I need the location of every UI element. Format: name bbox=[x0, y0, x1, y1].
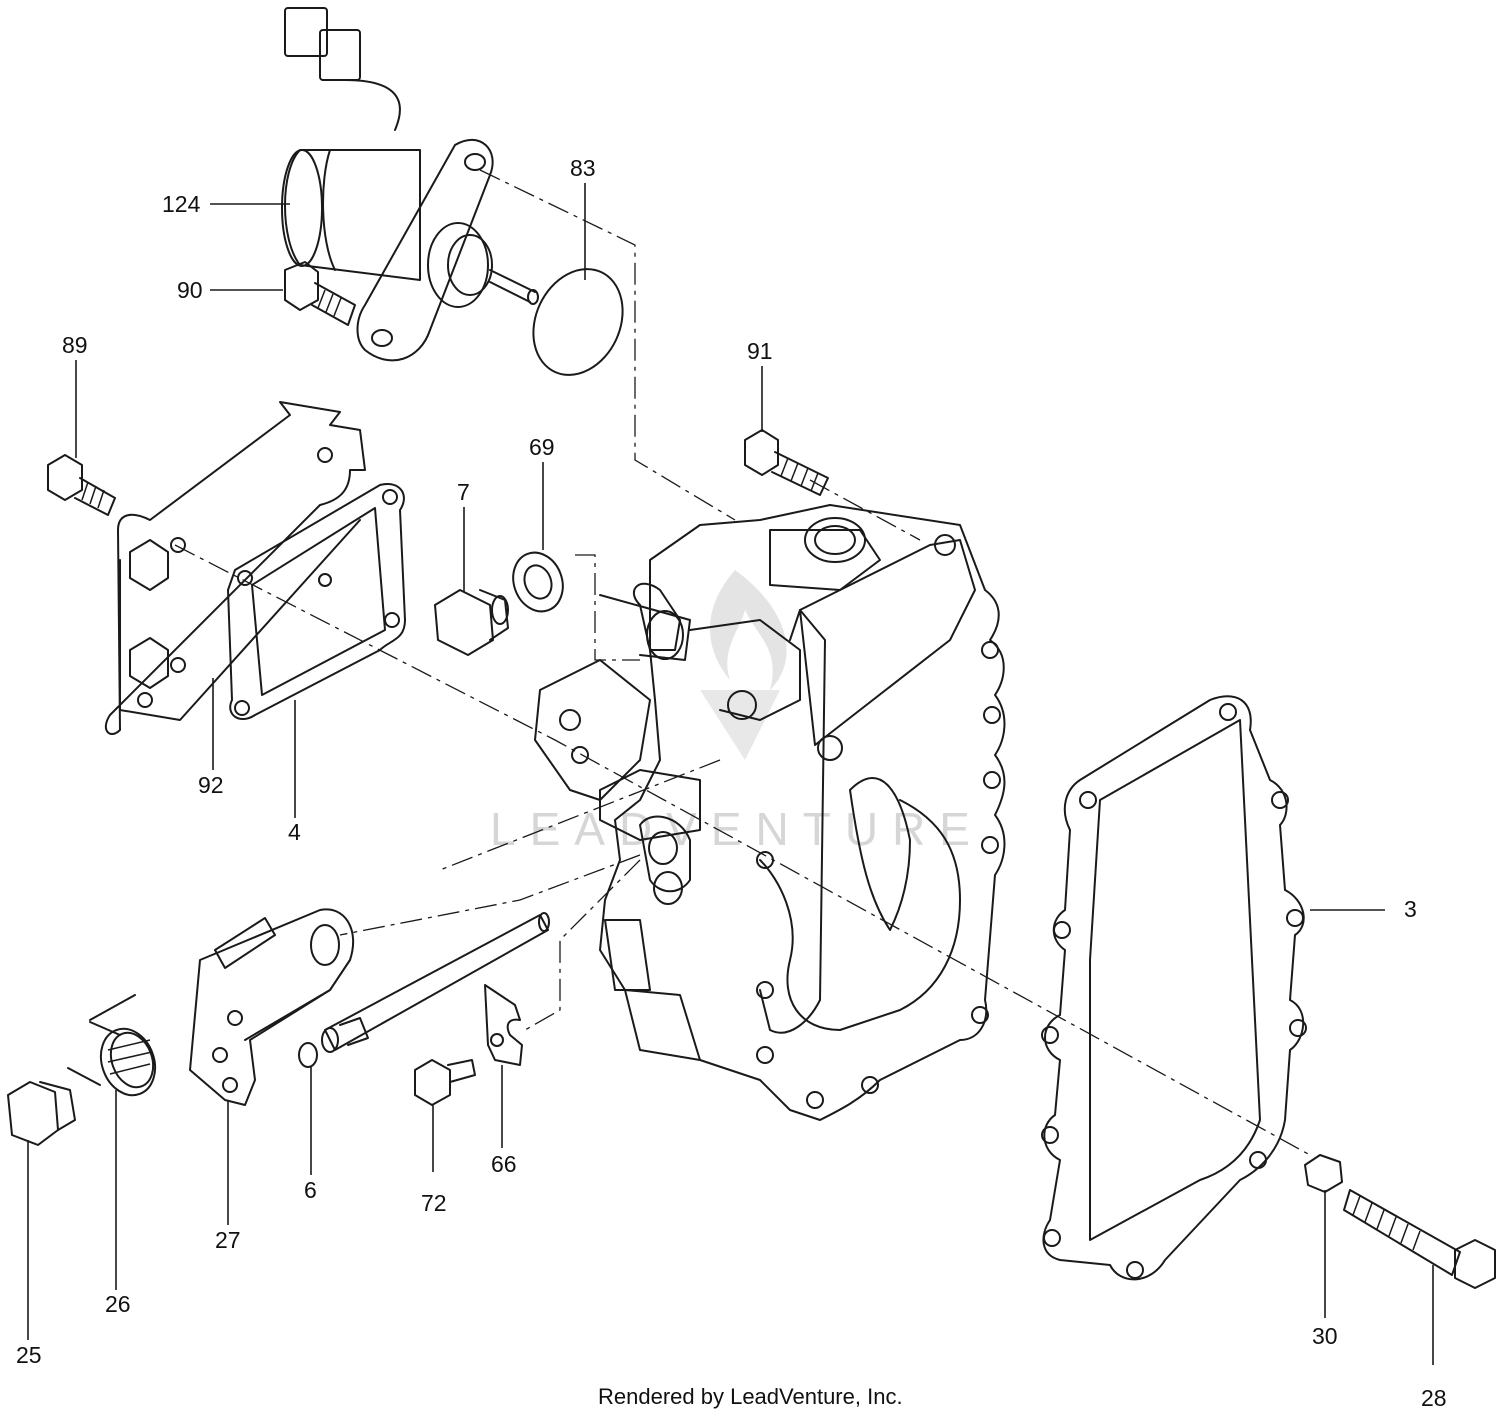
callout-27: 27 bbox=[215, 1227, 241, 1253]
part-124-solenoid bbox=[281, 7, 539, 362]
part-69-washer bbox=[512, 551, 564, 613]
part-28-bolt bbox=[1343, 1189, 1496, 1289]
watermark-text: LEADVENTURE bbox=[490, 803, 984, 855]
part-main-housing bbox=[534, 504, 1006, 1121]
callout-25: 25 bbox=[16, 1342, 42, 1368]
part-25-plug bbox=[7, 1081, 76, 1146]
callout-89: 89 bbox=[62, 332, 88, 358]
callout-7: 7 bbox=[457, 479, 470, 505]
part-83-o-ring bbox=[532, 268, 624, 376]
callout-90: 90 bbox=[177, 277, 203, 303]
callout-26: 26 bbox=[105, 1291, 131, 1317]
assembly-centerlines bbox=[174, 169, 1311, 1156]
part-governor-shaft bbox=[321, 912, 550, 1053]
part-30-nut bbox=[1304, 1154, 1343, 1193]
part-72-bolt bbox=[414, 1059, 476, 1106]
part-6-o-ring bbox=[298, 1042, 318, 1068]
leader-lines bbox=[27, 183, 1434, 1365]
part-89-bolt bbox=[47, 454, 116, 516]
part-90-bolt bbox=[284, 261, 356, 326]
callout-83: 83 bbox=[570, 155, 596, 181]
callout-4: 4 bbox=[288, 819, 301, 845]
callout-72: 72 bbox=[421, 1190, 447, 1216]
callout-124: 124 bbox=[162, 191, 201, 217]
part-7-plug bbox=[434, 589, 509, 656]
footer-credit: Rendered by LeadVenture, Inc. bbox=[598, 1384, 903, 1409]
watermark: LEADVENTURE bbox=[490, 570, 984, 855]
part-4-gasket bbox=[227, 483, 406, 720]
callout-3: 3 bbox=[1404, 896, 1417, 922]
part-3-gasket bbox=[1041, 695, 1307, 1281]
callout-69: 69 bbox=[529, 434, 555, 460]
callout-30: 30 bbox=[1312, 1323, 1338, 1349]
part-26-spring bbox=[67, 994, 157, 1097]
part-66-clip bbox=[484, 984, 523, 1066]
callout-28: 28 bbox=[1421, 1385, 1447, 1411]
callout-6: 6 bbox=[304, 1177, 317, 1203]
callout-91: 91 bbox=[747, 338, 773, 364]
callout-66: 66 bbox=[491, 1151, 517, 1177]
part-27-governor-lever bbox=[189, 908, 355, 1106]
callout-92: 92 bbox=[198, 772, 224, 798]
part-92-cover-plate bbox=[104, 401, 366, 735]
part-91-bolt bbox=[744, 429, 829, 496]
callout-labels: 124 90 83 89 91 69 7 92 4 3 25 26 27 6 7… bbox=[16, 155, 1447, 1411]
